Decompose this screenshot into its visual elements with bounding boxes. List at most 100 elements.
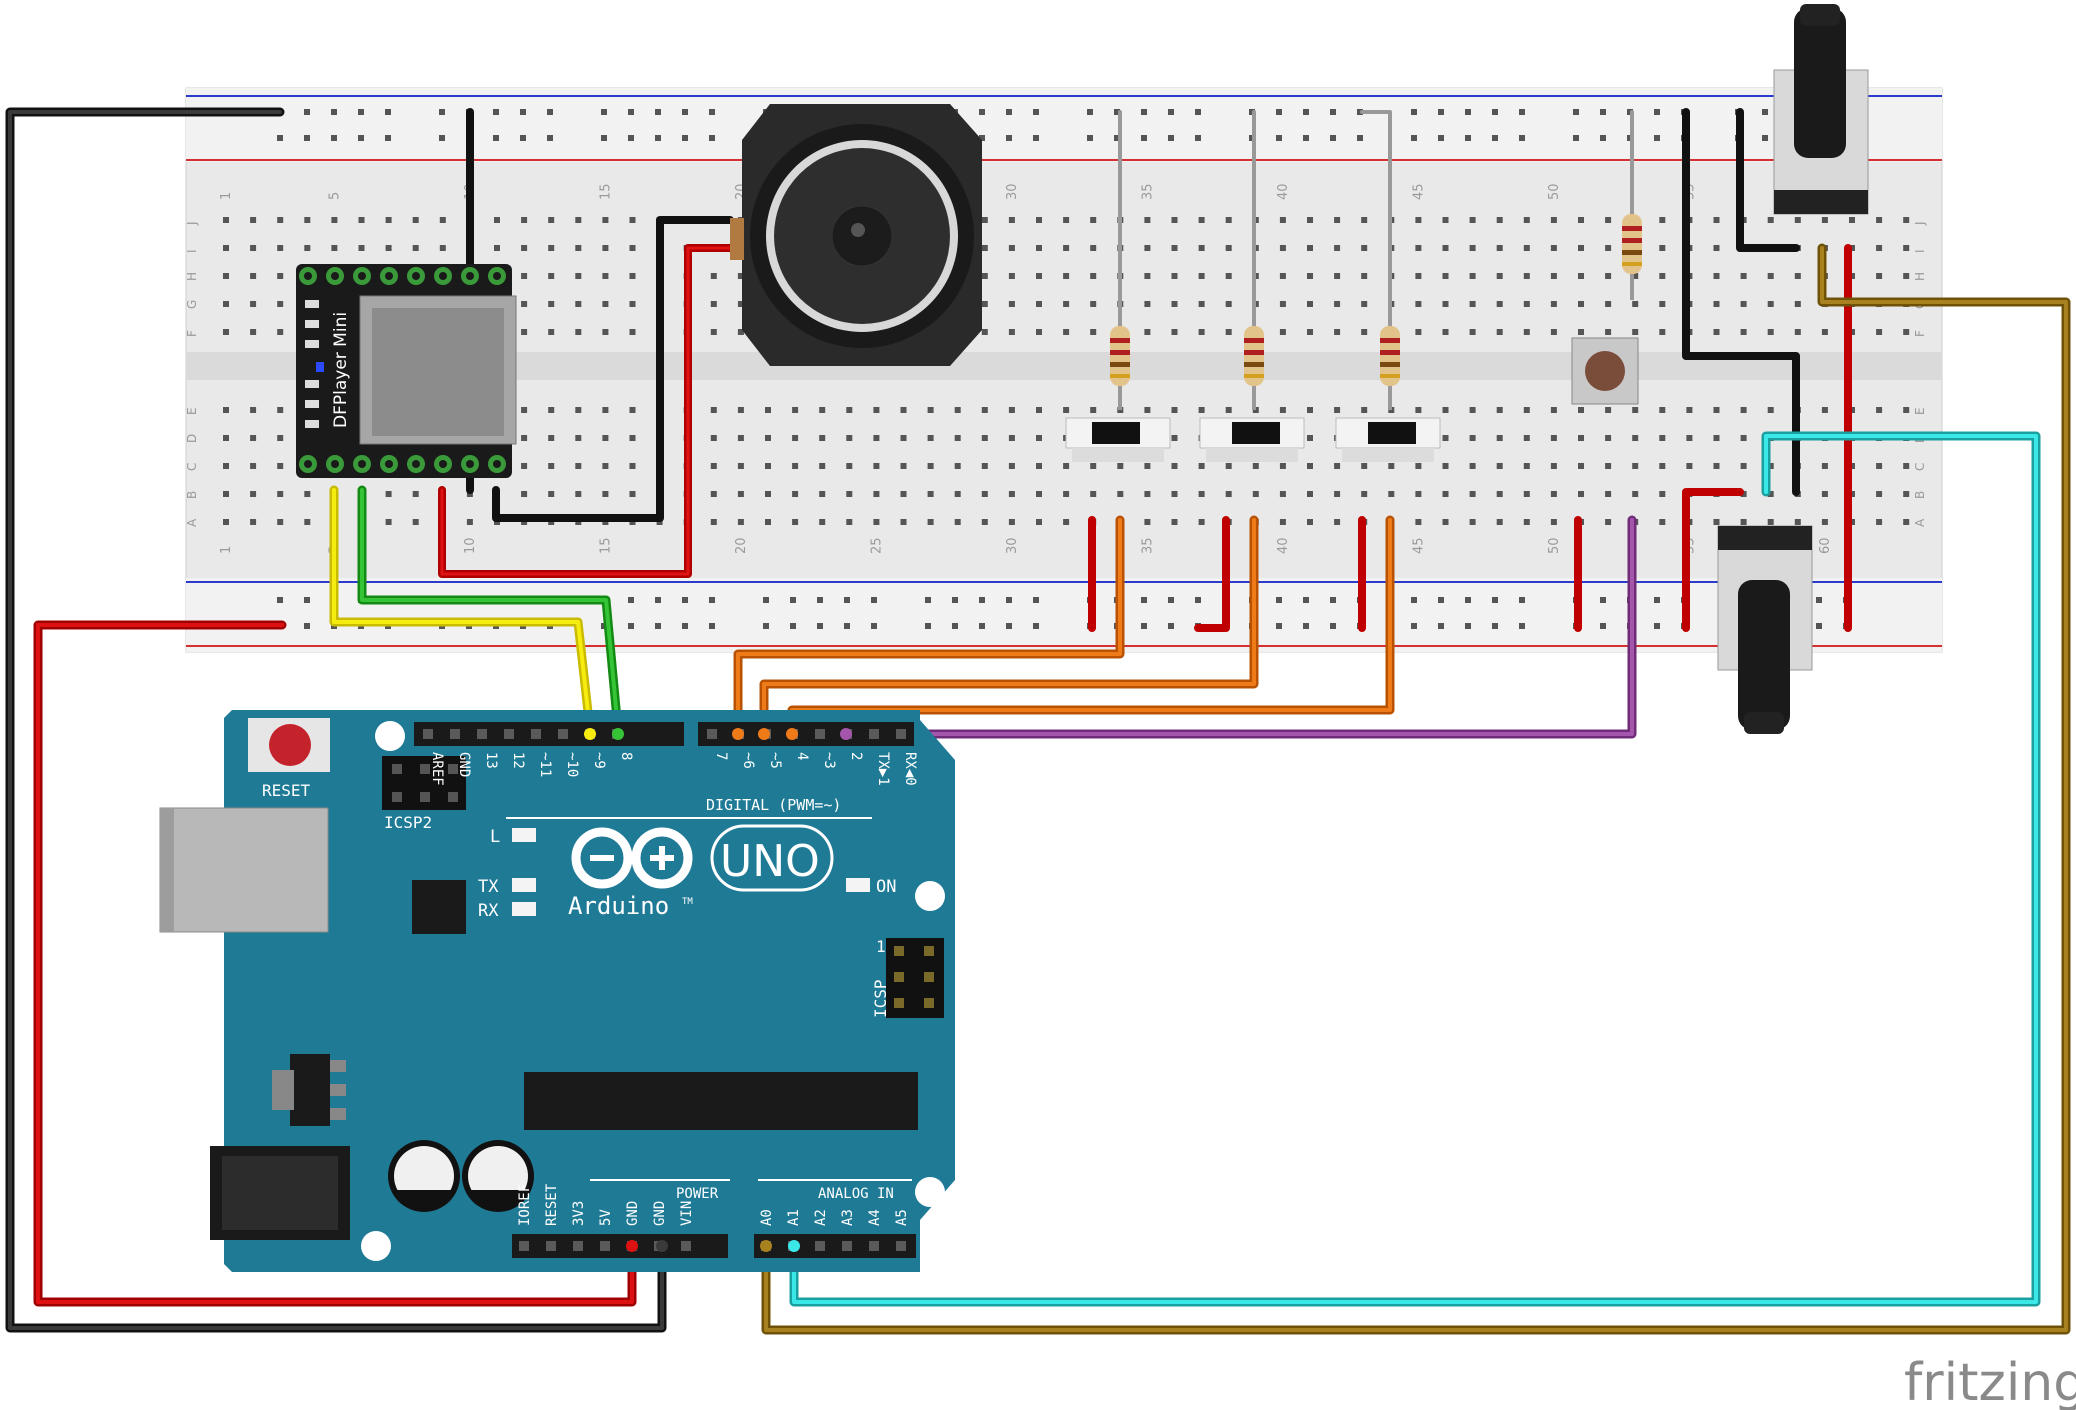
breadboard-hole[interactable]: [1307, 245, 1313, 251]
breadboard-hole[interactable]: [1578, 491, 1584, 497]
rail-hole[interactable]: [1600, 109, 1606, 115]
breadboard-hole[interactable]: [1496, 301, 1503, 307]
breadboard-hole[interactable]: [548, 273, 555, 279]
breadboard-hole[interactable]: [1767, 491, 1774, 497]
breadboard-hole[interactable]: [1903, 329, 1910, 335]
breadboard-hole[interactable]: [602, 329, 609, 335]
breadboard-hole[interactable]: [466, 491, 473, 497]
header-pin[interactable]: [573, 1241, 583, 1251]
potentiometer-bottom[interactable]: [1717, 525, 1813, 734]
breadboard-hole[interactable]: [1713, 329, 1720, 335]
breadboard-hole[interactable]: [1523, 519, 1530, 525]
breadboard-hole[interactable]: [1388, 491, 1395, 497]
breadboard-hole[interactable]: [1740, 491, 1747, 497]
breadboard-hole[interactable]: [1578, 463, 1584, 469]
rail-hole[interactable]: [1438, 597, 1444, 603]
breadboard-hole[interactable]: [737, 519, 744, 525]
breadboard-hole[interactable]: [1144, 217, 1151, 223]
rail-hole[interactable]: [547, 109, 553, 115]
breadboard-hole[interactable]: [1334, 519, 1341, 525]
breadboard-hole[interactable]: [1225, 217, 1232, 223]
rail-hole[interactable]: [1303, 135, 1309, 141]
breadboard-hole[interactable]: [1794, 519, 1801, 525]
rail-hole[interactable]: [1492, 597, 1498, 603]
breadboard-hole[interactable]: [304, 245, 311, 251]
breadboard-hole[interactable]: [1036, 435, 1042, 441]
breadboard-hole[interactable]: [1442, 491, 1449, 497]
wire-red-pot-bottom[interactable]: [1682, 488, 1744, 632]
rail-hole[interactable]: [520, 135, 526, 141]
breadboard-hole[interactable]: [629, 435, 636, 441]
breadboard-hole[interactable]: [1821, 463, 1828, 469]
rail-hole[interactable]: [1303, 109, 1309, 115]
breadboard-hole[interactable]: [602, 273, 609, 279]
rail-hole[interactable]: [493, 135, 499, 141]
rail-hole[interactable]: [655, 623, 661, 629]
rail-hole[interactable]: [1654, 623, 1660, 629]
breadboard-hole[interactable]: [1821, 491, 1828, 497]
header-pin[interactable]: [815, 729, 825, 739]
rail-hole[interactable]: [439, 109, 445, 115]
breadboard-hole[interactable]: [792, 491, 799, 497]
breadboard-hole[interactable]: [548, 329, 555, 335]
breadboard-hole[interactable]: [1903, 273, 1910, 279]
breadboard-hole[interactable]: [575, 491, 582, 497]
breadboard-hole[interactable]: [412, 217, 419, 223]
breadboard-hole[interactable]: [223, 329, 229, 335]
breadboard-hole[interactable]: [1198, 407, 1205, 413]
rail-hole[interactable]: [277, 135, 283, 141]
rail-hole[interactable]: [1276, 623, 1282, 629]
breadboard-hole[interactable]: [1767, 519, 1774, 525]
rail-hole[interactable]: [1087, 109, 1093, 115]
breadboard-hole[interactable]: [1605, 407, 1612, 413]
breadboard-hole[interactable]: [1279, 217, 1286, 223]
breadboard-hole[interactable]: [1496, 329, 1503, 335]
breadboard-hole[interactable]: [1144, 491, 1151, 497]
breadboard-hole[interactable]: [1415, 519, 1422, 525]
breadboard-hole[interactable]: [1225, 329, 1232, 335]
breadboard-hole[interactable]: [1442, 329, 1449, 335]
breadboard-hole[interactable]: [737, 301, 744, 307]
breadboard-hole[interactable]: [1090, 273, 1097, 279]
breadboard-hole[interactable]: [1117, 491, 1124, 497]
breadboard-hole[interactable]: [250, 519, 257, 525]
breadboard-hole[interactable]: [1550, 463, 1557, 469]
breadboard-hole[interactable]: [412, 491, 419, 497]
breadboard-hole[interactable]: [1578, 407, 1584, 413]
breadboard-hole[interactable]: [494, 245, 500, 251]
breadboard-hole[interactable]: [1171, 463, 1178, 469]
breadboard-hole[interactable]: [954, 519, 961, 525]
breadboard-hole[interactable]: [1550, 435, 1557, 441]
rail-hole[interactable]: [628, 597, 634, 603]
breadboard-hole[interactable]: [1063, 407, 1070, 413]
breadboard-hole[interactable]: [304, 519, 311, 525]
breadboard-hole[interactable]: [873, 435, 880, 441]
breadboard-hole[interactable]: [1361, 245, 1368, 251]
breadboard-hole[interactable]: [927, 463, 934, 469]
breadboard-hole[interactable]: [846, 463, 853, 469]
breadboard-hole[interactable]: [737, 491, 744, 497]
breadboard-hole[interactable]: [1496, 273, 1503, 279]
breadboard-hole[interactable]: [1171, 407, 1178, 413]
breadboard-hole[interactable]: [710, 519, 717, 525]
breadboard-hole[interactable]: [575, 273, 582, 279]
slide-switch[interactable]: [1065, 417, 1171, 462]
breadboard-hole[interactable]: [1279, 245, 1286, 251]
rail-hole[interactable]: [1006, 135, 1012, 141]
breadboard-hole[interactable]: [1523, 491, 1530, 497]
rail-hole[interactable]: [952, 623, 958, 629]
breadboard-hole[interactable]: [1334, 301, 1341, 307]
breadboard-hole[interactable]: [792, 435, 799, 441]
rail-hole[interactable]: [1357, 135, 1363, 141]
breadboard-hole[interactable]: [1550, 301, 1557, 307]
breadboard-hole[interactable]: [1144, 463, 1151, 469]
breadboard-hole[interactable]: [1496, 245, 1503, 251]
breadboard-hole[interactable]: [1632, 463, 1639, 469]
rail-hole[interactable]: [1033, 109, 1039, 115]
rail-hole[interactable]: [871, 597, 877, 603]
breadboard-hole[interactable]: [1523, 407, 1530, 413]
breadboard-hole[interactable]: [1767, 217, 1774, 223]
rail-hole[interactable]: [1438, 623, 1444, 629]
breadboard-hole[interactable]: [277, 463, 284, 469]
breadboard-hole[interactable]: [1198, 329, 1205, 335]
